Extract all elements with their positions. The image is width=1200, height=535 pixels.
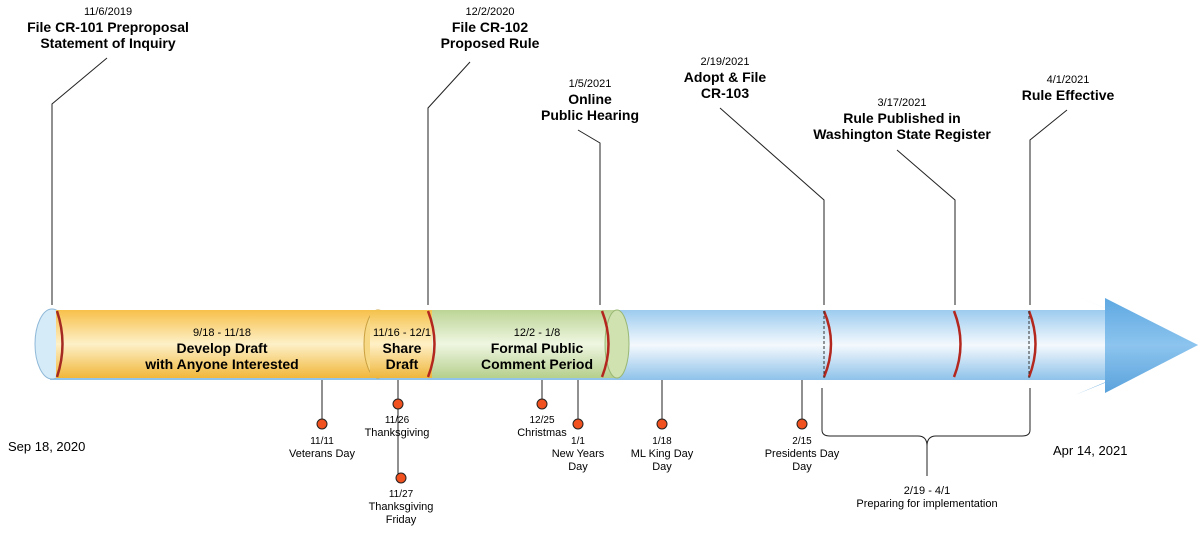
start-date-label: Sep 18, 2020 — [8, 439, 86, 454]
holiday-date: 1/1 — [571, 436, 585, 447]
holiday-name: Thanksgiving Friday — [368, 500, 434, 526]
holiday-name: New Years Day — [551, 447, 605, 473]
implementation-bracket — [821, 388, 1031, 476]
milestone-title: Rule Published in Washington State Regis… — [813, 109, 991, 143]
phase-title: Develop Draft with Anyone Interested — [145, 339, 299, 373]
holiday-dot-thanksgiving-friday — [395, 472, 407, 484]
milestone-leaders — [51, 57, 1068, 305]
holiday-date: 11/11 — [310, 436, 334, 447]
holiday-new-years: 1/1 New Years Day — [538, 436, 618, 474]
milestone-date: 1/5/2021 — [568, 78, 612, 90]
phase-dates: 12/2 - 1/8 — [513, 327, 561, 339]
milestone-published: 3/17/2021 Rule Published in Washington S… — [792, 97, 1012, 143]
holiday-dot-thanksgiving — [392, 398, 404, 410]
phase-comment-label: 12/2 - 1/8 Formal Public Comment Period — [462, 327, 612, 373]
milestone-date: 12/2/2020 — [465, 6, 515, 18]
ring-dashes — [823, 311, 1030, 378]
holiday-date: 2/15 — [792, 436, 812, 447]
holiday-dot-presidents — [796, 418, 808, 430]
implementation-label: 2/19 - 4/1 Preparing for implementation — [837, 485, 1017, 511]
holiday-dot-new-years — [572, 418, 584, 430]
milestone-title: Rule Effective — [1021, 86, 1115, 103]
holiday-thanksgiving-friday: 11/27 Thanksgiving Friday — [351, 489, 451, 527]
phase-share-label: 11/16 - 12/1 Share Draft — [364, 327, 440, 373]
holiday-dot-christmas — [536, 398, 548, 410]
milestone-title: File CR-102 Proposed Rule — [440, 18, 540, 52]
milestone-cr101: 11/6/2019 File CR-101 Preproposal Statem… — [8, 6, 208, 52]
milestone-cr103: 2/19/2021 Adopt & File CR-103 — [655, 56, 795, 102]
bracket-label: Preparing for implementation — [856, 497, 998, 510]
milestone-title: Adopt & File CR-103 — [683, 68, 767, 102]
bracket-dates: 2/19 - 4/1 — [903, 485, 951, 497]
milestone-title: Online Public Hearing — [540, 90, 640, 124]
end-date-label: Apr 14, 2021 — [1053, 443, 1128, 458]
milestone-date: 3/17/2021 — [877, 97, 927, 109]
holiday-veterans-day: 11/11 Veterans Day — [272, 436, 372, 461]
holiday-date: 1/18 — [652, 436, 672, 447]
milestone-date: 4/1/2021 — [1046, 74, 1090, 86]
holiday-dot-veterans — [316, 418, 328, 430]
holiday-name: Thanksgiving — [364, 426, 430, 439]
milestone-date: 2/19/2021 — [700, 56, 750, 68]
phase-title: Formal Public Comment Period — [480, 339, 593, 373]
holiday-dot-mlk — [656, 418, 668, 430]
holiday-name: Christmas — [517, 426, 567, 439]
milestone-effective: 4/1/2021 Rule Effective — [1000, 74, 1136, 103]
phase-develop-label: 9/18 - 11/18 Develop Draft with Anyone I… — [122, 327, 322, 373]
holiday-date: 12/25 — [529, 415, 555, 426]
holiday-name: Presidents Day Day — [764, 447, 840, 473]
holiday-date: 11/27 — [388, 489, 414, 500]
holiday-mlk-day: 1/18 ML King Day Day — [612, 436, 712, 474]
holiday-markers — [316, 380, 808, 484]
holiday-name: Veterans Day — [288, 447, 356, 460]
milestone-date: 11/6/2019 — [83, 6, 133, 18]
milestone-title: File CR-101 Preproposal Statement of Inq… — [27, 18, 189, 52]
milestone-cr102: 12/2/2020 File CR-102 Proposed Rule — [400, 6, 580, 52]
holiday-christmas: 12/25 Christmas — [502, 415, 582, 440]
holiday-date: 11/26 — [384, 415, 410, 426]
milestone-rings — [55, 310, 1037, 378]
phase-comment-period — [432, 309, 630, 379]
phase-share-draft — [370, 310, 432, 378]
milestone-public-hearing: 1/5/2021 Online Public Hearing — [520, 78, 660, 124]
holiday-thanksgiving: 11/26 Thanksgiving — [347, 415, 447, 440]
phase-dates: 9/18 - 11/18 — [193, 327, 251, 339]
phase-dates: 11/16 - 12/1 — [373, 327, 431, 339]
holiday-presidents-day: 2/15 Presidents Day Day — [752, 436, 852, 474]
holiday-name: ML King Day Day — [630, 447, 694, 473]
phase-title: Share Draft — [382, 339, 422, 373]
